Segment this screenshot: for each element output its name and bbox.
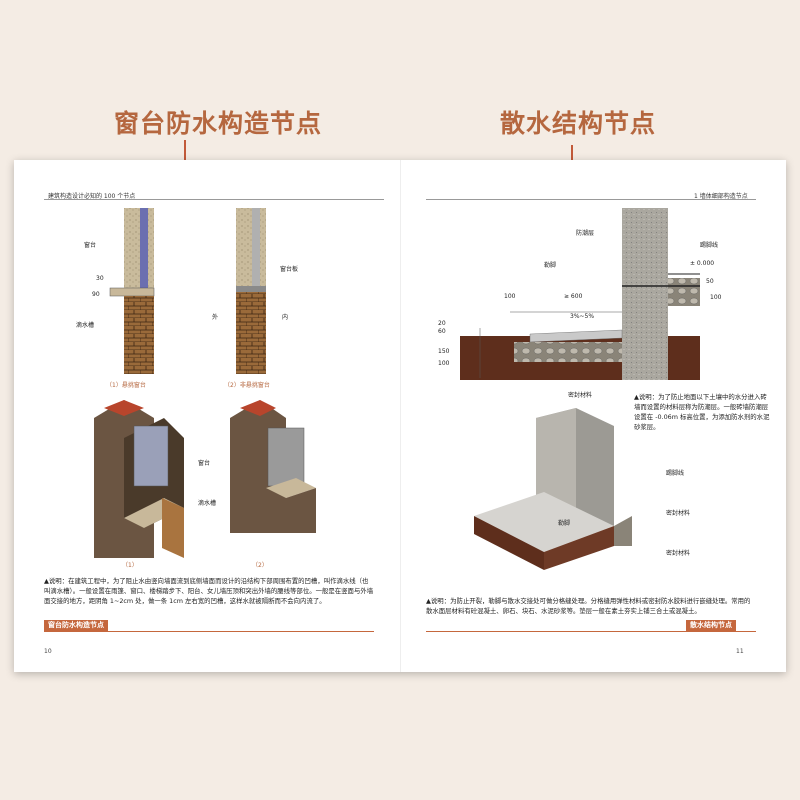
callout-sill-title: 窗台防水构造节点	[114, 109, 323, 138]
right-header-rule	[426, 199, 756, 200]
sill-section-cantilever	[109, 208, 155, 374]
right-tag-bar: 散水结构节点	[686, 620, 736, 631]
label-dim-100a: 100	[504, 293, 516, 300]
label-inside: 内	[282, 314, 289, 321]
sill-section-flush	[236, 208, 266, 374]
label-apron: 勒脚	[544, 262, 557, 269]
left-page-header: 建筑构造设计必知的 100 个节点	[48, 193, 136, 200]
label-iso-skirting: 踢脚线	[666, 470, 685, 477]
label-dim-20: 20	[438, 320, 446, 327]
left-tag-rule	[44, 631, 374, 632]
label-dim-60: 60	[438, 328, 446, 335]
right-side-note: ▲说明：为了防止地面以下土壤中的水分进入砖墙而设置的材料层称为防潮层。一般砖墙防…	[634, 393, 770, 431]
callout-apron-title: 散水结构节点	[500, 109, 657, 138]
right-note-text: ▲说明：为防止开裂，勒脚与散水交接处可做分格缝处理。分格缝用弹性材料或密封防水胶…	[426, 597, 751, 615]
sill-isometric-1	[94, 400, 184, 558]
caption-cantilever-sill: （1）悬挑窗台	[106, 382, 146, 389]
label-dim-100b: 100	[710, 294, 722, 301]
caption-iso-2: （2）	[252, 562, 268, 569]
label-iso-drip: 滴水槽	[198, 500, 217, 507]
label-outside: 外	[212, 314, 219, 321]
label-dim-50: 50	[706, 278, 714, 285]
left-note-text: ▲说明：在建筑工程中，为了阻止水由竖向墙面流到底侧墙面而设计的沿结构下部周围布置…	[44, 577, 374, 605]
label-moisture-layer: 防潮层	[576, 230, 595, 237]
left-header-rule	[44, 199, 384, 200]
label-drip: 滴水槽	[76, 322, 95, 329]
apron-section-drawing	[460, 208, 700, 380]
label-iso-sill: 窗台	[198, 460, 211, 467]
label-iso-apron: 勒脚	[558, 520, 571, 527]
label-dim-600: ≥ 600	[564, 293, 583, 300]
right-page-header: 1 墙体细部构造节点	[694, 193, 748, 200]
label-skirting: 踢脚线	[700, 242, 719, 249]
right-tag-rule	[426, 631, 756, 632]
label-seal: 密封材料	[568, 392, 593, 399]
label-dim-30: 30	[96, 275, 104, 282]
label-elevation: ± 0.000	[690, 260, 715, 267]
caption-iso-1: （1）	[122, 562, 138, 569]
label-slope: 3%~5%	[570, 313, 595, 320]
book-gutter	[400, 160, 401, 672]
book-spread: 建筑构造设计必知的 100 个节点 窗台 30 90 滴水槽 （1）悬挑窗台 窗…	[14, 160, 786, 672]
label-dim-90: 90	[92, 291, 100, 298]
label-iso-seal: 密封材料	[666, 510, 691, 517]
label-dim-150: 150	[438, 348, 450, 355]
left-tag-bar: 窗台防水构造节点	[44, 620, 108, 631]
label-sill: 窗台	[84, 242, 97, 249]
right-page-number: 11	[736, 648, 744, 655]
sill-isometric-2	[230, 400, 316, 533]
label-iso-seal-2: 密封材料	[666, 550, 691, 557]
left-page-number: 10	[44, 648, 52, 655]
label-sill-board: 窗台板	[280, 266, 299, 273]
label-dim-100c: 100	[438, 360, 450, 367]
apron-isometric-drawing	[474, 408, 632, 570]
caption-flush-sill: （2）非悬挑窗台	[224, 382, 270, 389]
